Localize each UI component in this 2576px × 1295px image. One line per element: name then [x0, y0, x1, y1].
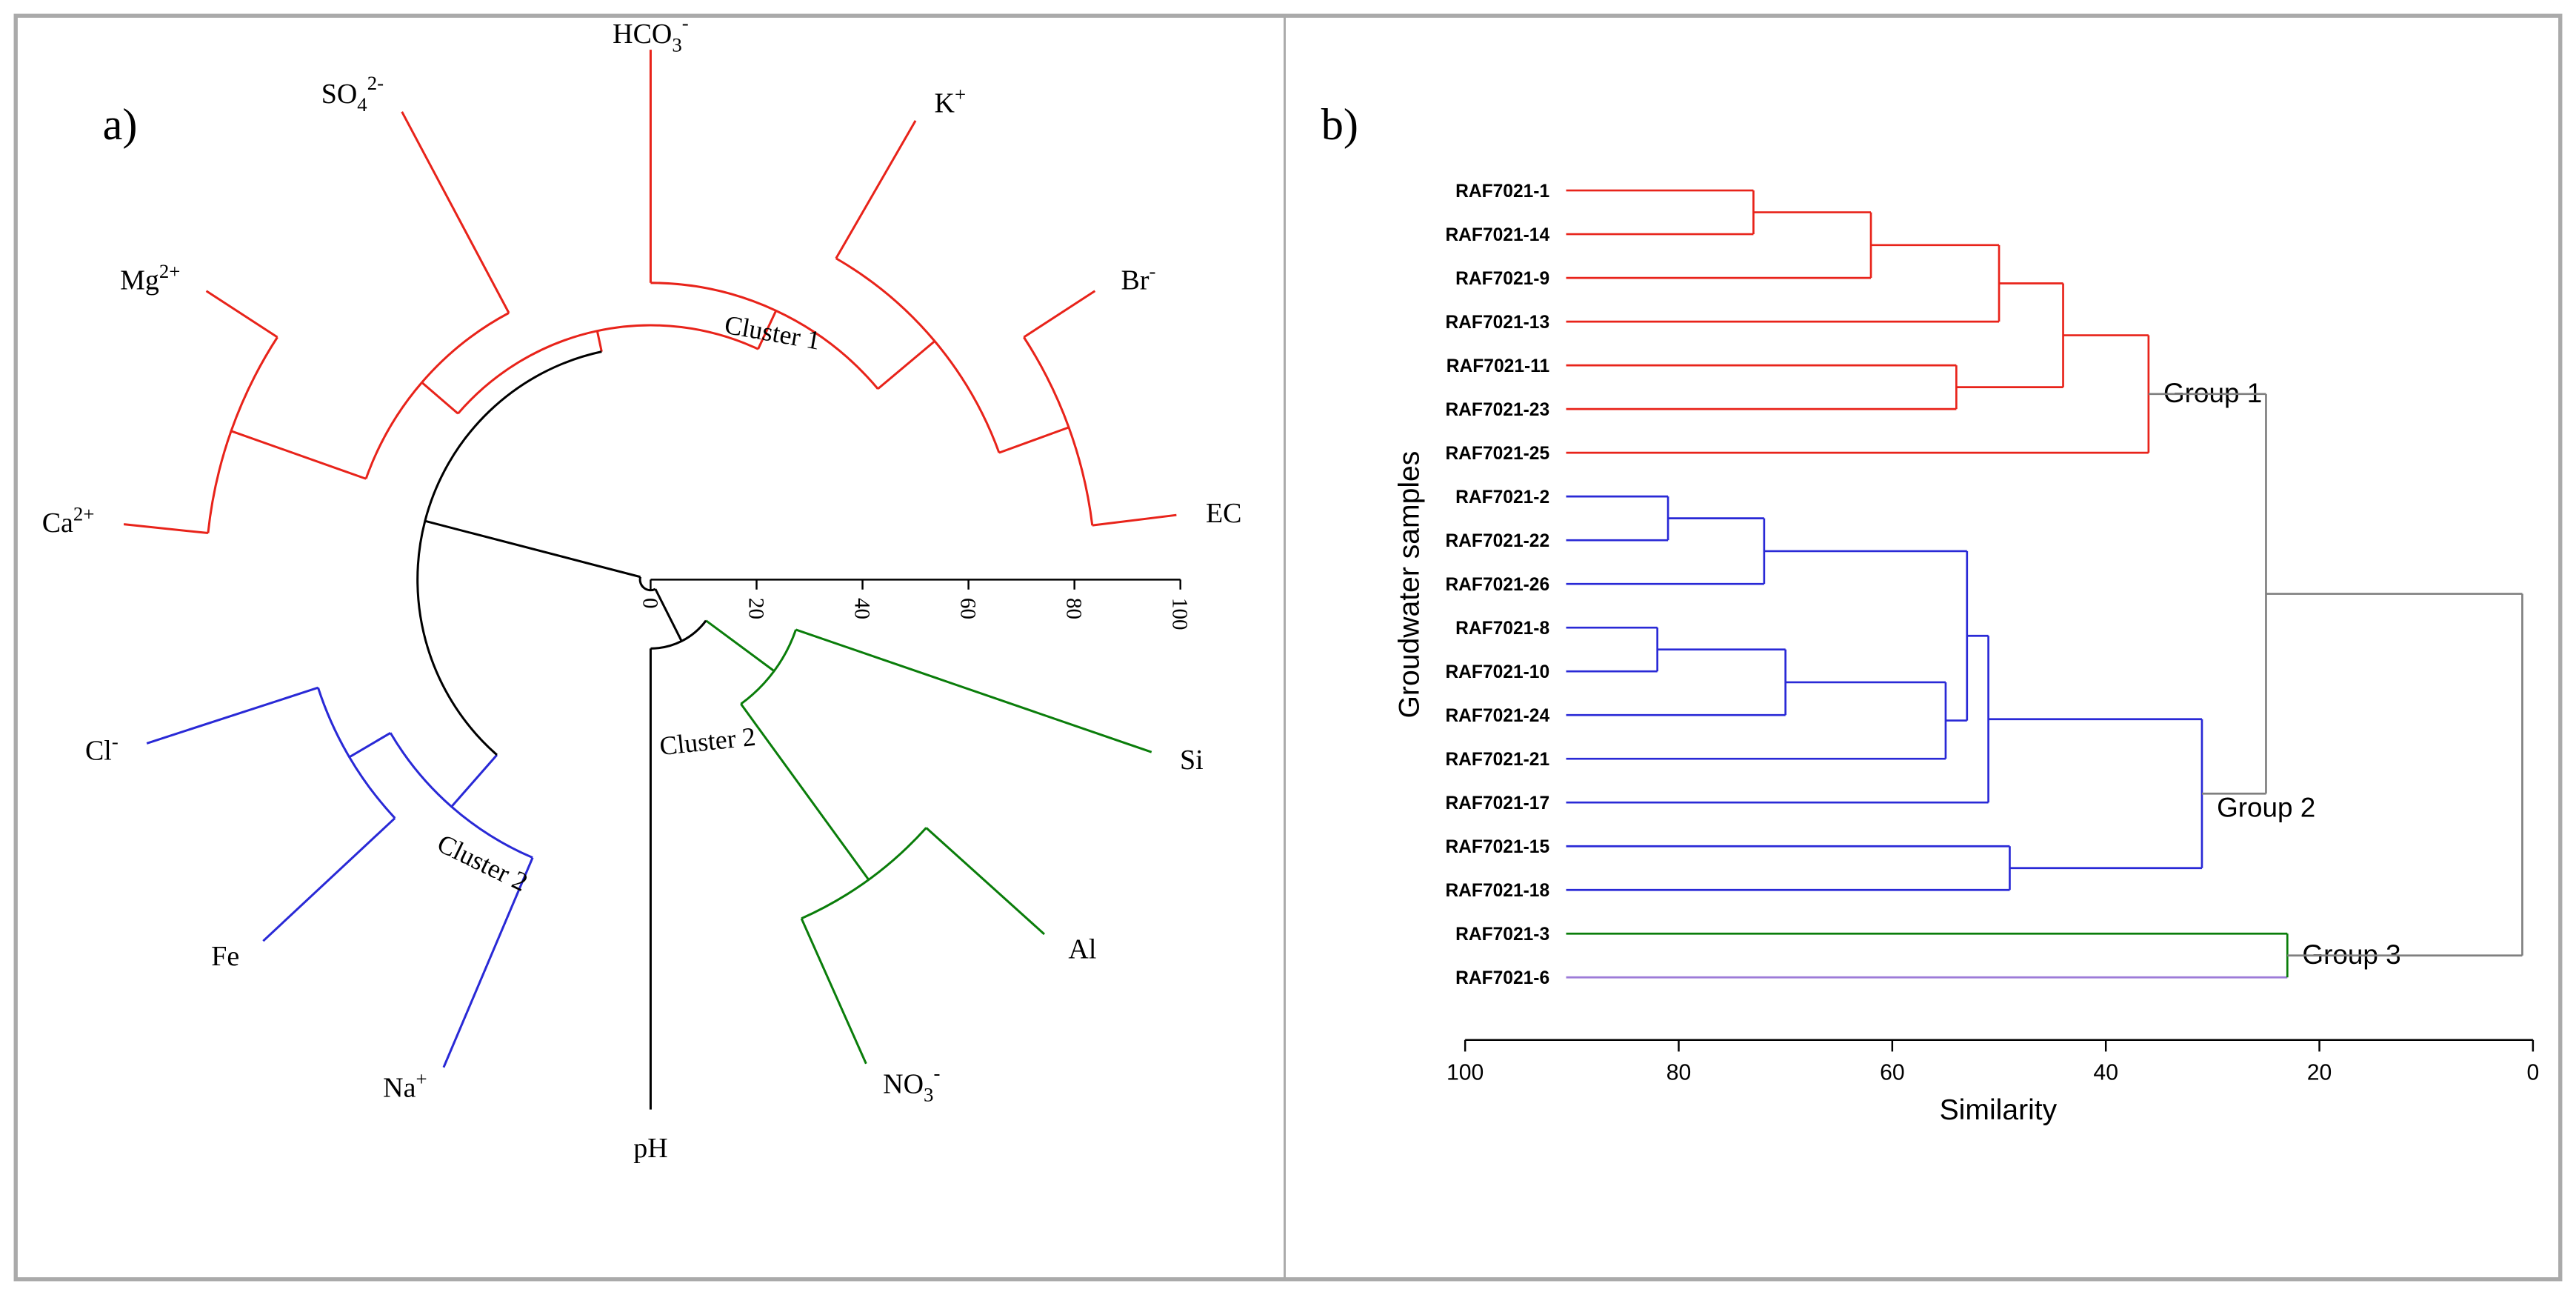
dendrogram-branch — [654, 588, 683, 642]
axis-tick-label: 100 — [1168, 598, 1192, 630]
panel-b-label: b) — [1321, 100, 1358, 150]
dendrogram-branch — [424, 519, 641, 579]
axis-tick-label: 20 — [744, 598, 767, 619]
dendrogram-branch — [421, 382, 459, 415]
dendrogram-branch — [450, 753, 498, 808]
sample-label: RAF7021-1 — [1455, 182, 1549, 202]
axis-tick-label: 100 — [1447, 1060, 1484, 1085]
dendrogram-arc — [638, 576, 656, 592]
sample-label: RAF7021-3 — [1455, 925, 1549, 945]
dendrogram-branch — [877, 340, 935, 390]
sample-label: RAF7021-15 — [1445, 837, 1549, 857]
dendrogram-branch — [800, 918, 867, 1065]
dendrogram-branch — [1092, 513, 1177, 527]
similarity-axis-title: Similarity — [1940, 1094, 2058, 1126]
sample-label: RAF7021-11 — [1447, 356, 1549, 376]
sample-label: RAF7021-13 — [1445, 313, 1549, 333]
axis-tick-label: 20 — [2307, 1060, 2332, 1085]
axis-tick-label: 0 — [638, 598, 661, 609]
leaf-label-K: K+ — [935, 83, 967, 119]
sample-label: RAF7021-25 — [1445, 444, 1549, 464]
dendrogram-arc — [364, 312, 510, 479]
dendrogram-branch — [740, 703, 870, 881]
dendrogram-branch — [1023, 290, 1096, 339]
sample-label: RAF7021-17 — [1445, 793, 1549, 813]
sample-label: RAF7021-24 — [1445, 706, 1549, 726]
dendrogram-branch — [123, 523, 209, 535]
leaf-label-Na: Na+ — [383, 1068, 427, 1104]
axis-tick-label: 60 — [955, 598, 979, 619]
dendrogram-branch — [795, 628, 1152, 753]
dendrogram-branch — [262, 817, 396, 942]
dendrogram-branch — [205, 290, 278, 339]
axis-tick-label: 80 — [1061, 598, 1085, 619]
axis-tick-label: 40 — [850, 598, 873, 619]
group-label: Group 2 — [2217, 793, 2315, 823]
leaf-label-Cl: Cl- — [85, 730, 119, 767]
axis-tick-label: 0 — [2526, 1060, 2539, 1085]
leaf-label-Fe: Fe — [211, 941, 239, 972]
leaf-label-NO3: NO3- — [883, 1062, 940, 1105]
sample-label: RAF7021-21 — [1445, 750, 1549, 770]
dendrogram-branch — [998, 426, 1070, 454]
dendrogram-branch — [595, 330, 603, 352]
sample-label: RAF7021-10 — [1445, 662, 1549, 682]
panel-b-dendrogram: RAF7021-1RAF7021-14RAF7021-9RAF7021-13RA… — [1445, 182, 2539, 1085]
leaf-label-EC: EC — [1206, 498, 1242, 529]
dendrogram-branch — [757, 310, 778, 350]
leaf-label-pH: pH — [633, 1133, 667, 1164]
dendrogram-branch — [925, 827, 1045, 936]
sample-label: RAF7021-6 — [1455, 968, 1549, 988]
leaf-label-SO4: SO42- — [321, 72, 384, 116]
leaf-label-Si: Si — [1180, 745, 1204, 776]
leaf-label-Br: Br- — [1121, 260, 1155, 296]
axis-tick-label: 60 — [1880, 1060, 1905, 1085]
dendrogram-branch — [705, 619, 775, 672]
dendrogram-branch — [401, 111, 510, 314]
dendrogram-branch — [146, 686, 318, 745]
dendrogram-branch — [348, 731, 391, 759]
sample-label: RAF7021-2 — [1455, 487, 1549, 507]
panel-a-label: a) — [103, 100, 138, 150]
groundwater-samples-axis-title: Groudwater samples — [1394, 451, 1426, 719]
dendrogram-branch — [230, 430, 367, 480]
axis-tick-label: 80 — [1666, 1060, 1692, 1085]
figure-frame — [13, 13, 2563, 1282]
sample-label: RAF7021-18 — [1445, 881, 1549, 901]
sample-label: RAF7021-14 — [1445, 225, 1549, 245]
sample-label: RAF7021-22 — [1445, 531, 1549, 551]
sample-label: RAF7021-9 — [1455, 269, 1549, 289]
leaf-label-HCO3: HCO3- — [613, 12, 689, 56]
leaf-label-Ca: Ca2+ — [42, 502, 95, 539]
sample-label: RAF7021-26 — [1445, 575, 1549, 595]
sample-label: RAF7021-23 — [1445, 400, 1549, 420]
axis-tick-label: 40 — [2093, 1060, 2118, 1085]
sample-label: RAF7021-8 — [1455, 619, 1549, 639]
leaf-label-Mg: Mg2+ — [120, 260, 180, 296]
leaf-label-Al: Al — [1068, 934, 1096, 965]
dendrogram-branch — [835, 120, 917, 259]
dendrogram-branch — [442, 857, 534, 1068]
